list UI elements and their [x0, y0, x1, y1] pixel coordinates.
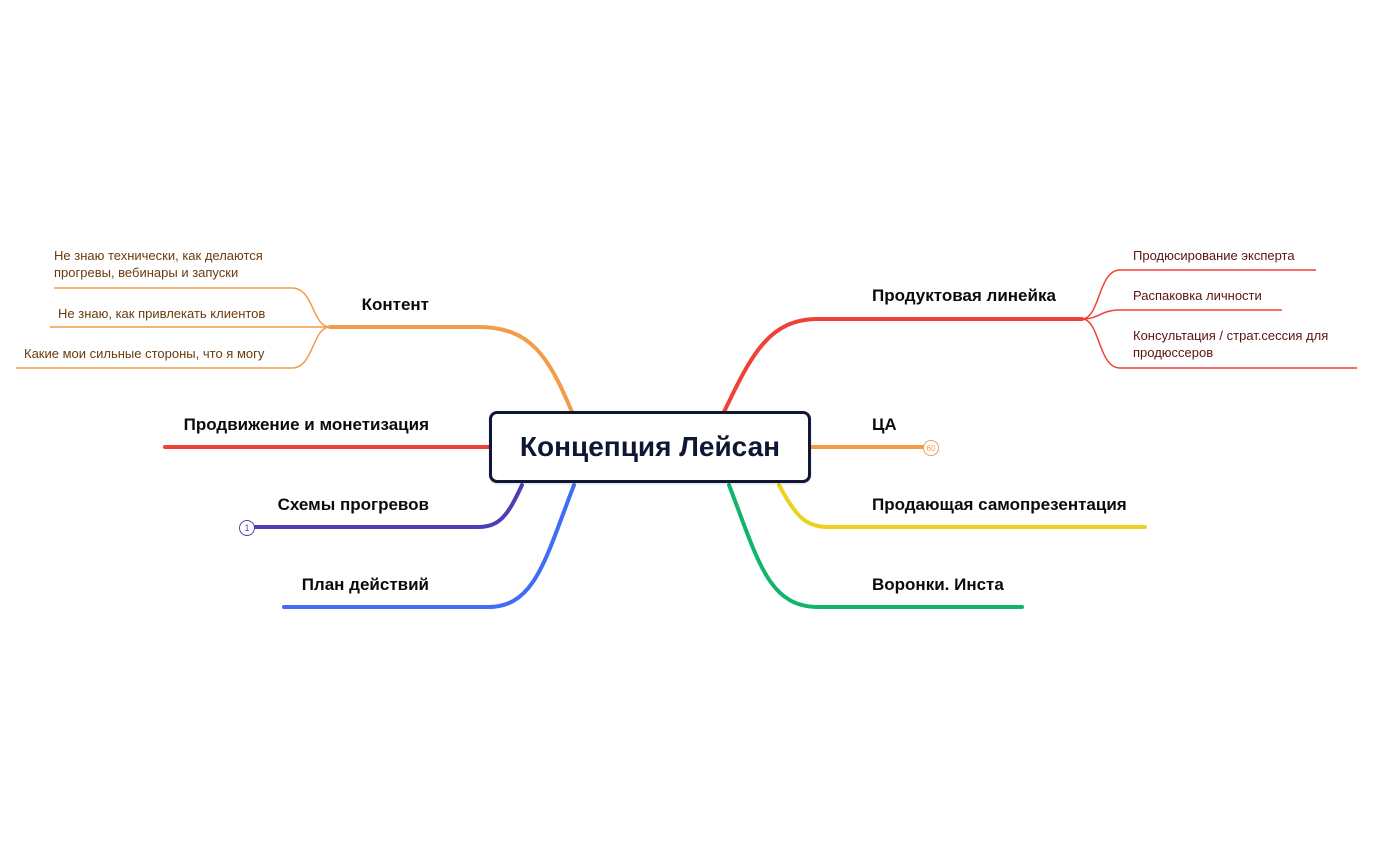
subtopic-product-1[interactable]: Продюсирование эксперта — [1133, 248, 1295, 263]
topic-promotion-label: Продвижение и монетизация — [183, 415, 429, 434]
connector-product-sub-2 — [1081, 309, 1282, 320]
topic-selfpresentation-label: Продающая самопрезентация — [872, 495, 1127, 514]
topic-promotion[interactable]: Продвижение и монетизация — [184, 415, 429, 435]
topic-warmup-label: Схемы прогревов — [277, 495, 429, 514]
connector-selfpresentation — [777, 483, 1147, 529]
collapsed-count-badge[interactable]: 60 — [923, 440, 939, 456]
subtopic-product-3[interactable]: Консультация / страт.сессия для продюссе… — [1133, 328, 1329, 360]
connector-plan — [282, 483, 576, 609]
topic-product-label: Продуктовая линейка — [872, 286, 1056, 305]
topic-ca[interactable]: ЦА — [872, 415, 897, 435]
connector-content — [328, 325, 574, 414]
topic-funnels-label: Воронки. Инста — [872, 575, 1004, 594]
topic-product[interactable]: Продуктовая линейка — [872, 286, 1056, 306]
topic-ca-label: ЦА — [872, 415, 897, 434]
topic-plan[interactable]: План действий — [302, 575, 429, 595]
connector-content-sub-3 — [16, 326, 331, 369]
topic-selfpresentation[interactable]: Продающая самопрезентация — [872, 495, 1127, 515]
topic-warmup[interactable]: Схемы прогревов — [278, 495, 429, 515]
connector-product-sub-1 — [1081, 269, 1316, 320]
connector-product — [722, 317, 1084, 414]
subtopic-content-2[interactable]: Не знаю, как привлекать клиентов — [58, 306, 266, 321]
topic-content[interactable]: Контент — [362, 295, 429, 315]
root-topic[interactable]: Концепция Лейсан — [489, 411, 811, 483]
root-topic-label: Концепция Лейсан — [519, 431, 781, 462]
topic-content-label: Контент — [361, 295, 429, 314]
subtopic-content-1[interactable]: Не знаю технически, как делаются прогрев… — [54, 248, 263, 280]
topic-plan-label: План действий — [301, 575, 429, 594]
connector-product-sub-3 — [1081, 318, 1357, 369]
subtopic-content-3[interactable]: Какие мои сильные стороны, что я могу — [24, 346, 265, 361]
connector-warmup — [252, 483, 524, 529]
subtopic-product-2[interactable]: Распаковка личности — [1133, 288, 1262, 303]
collapsed-count-badge[interactable]: 1 — [239, 520, 255, 536]
connector-content-sub-1 — [54, 287, 331, 328]
connector-funnels — [727, 483, 1024, 609]
topic-funnels[interactable]: Воронки. Инста — [872, 575, 1004, 595]
